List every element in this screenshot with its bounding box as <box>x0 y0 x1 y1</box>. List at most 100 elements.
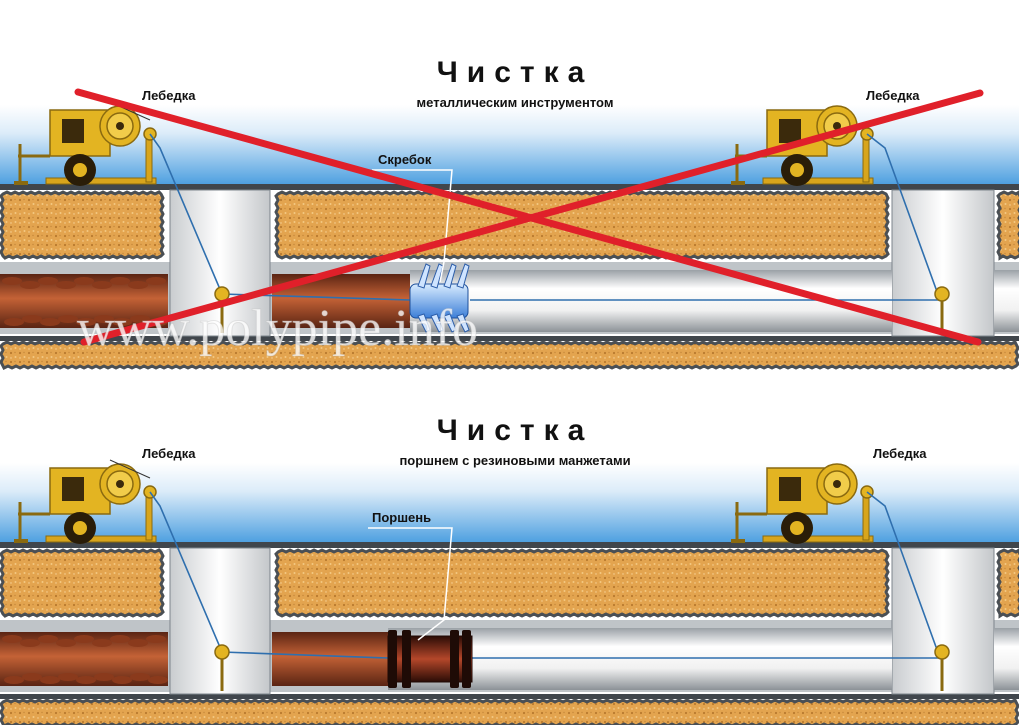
cable <box>470 133 942 301</box>
rust-deposit <box>128 281 148 289</box>
winch-left <box>14 105 157 186</box>
tool-label: Поршень <box>372 510 431 525</box>
pit-pulley <box>934 286 950 302</box>
panel-title: Чистка <box>437 414 594 447</box>
winch-label: Лебедка <box>866 88 920 103</box>
rust-deposit <box>40 676 60 684</box>
winch-base <box>45 535 157 543</box>
rust-deposit <box>146 635 166 643</box>
rust-deposit <box>110 277 130 285</box>
soil-block <box>274 190 890 260</box>
rubber-cuff <box>388 630 397 688</box>
leader-line <box>368 527 453 641</box>
piston-tool <box>387 630 473 688</box>
winch-anchor-foot <box>14 181 28 185</box>
rust-deposit <box>58 673 78 681</box>
soil-block <box>0 697 1019 725</box>
ground-line <box>0 184 1019 190</box>
leader-line <box>372 169 453 283</box>
winch-anchor-foot <box>14 539 28 543</box>
winch-window <box>779 477 801 501</box>
soil-block <box>274 548 890 618</box>
rust-deposit <box>56 281 76 289</box>
soil-block <box>0 190 165 260</box>
soil-block <box>0 339 1019 371</box>
ground-line <box>0 694 1019 699</box>
rust-deposit <box>76 318 96 326</box>
rust-deposit <box>2 635 22 643</box>
winch-window <box>779 119 801 143</box>
scraper-blade <box>456 313 470 333</box>
rust-deposit <box>94 315 114 323</box>
rust-deposit <box>20 639 40 647</box>
winch-drum-hub <box>833 122 841 130</box>
rust-deposit <box>130 315 150 323</box>
winch-anchor-foot <box>731 181 745 185</box>
winch-label: Лебедка <box>142 88 196 103</box>
rubber-cuff <box>402 630 411 688</box>
launch-pit <box>169 547 271 695</box>
tool-label: Скребок <box>378 152 432 167</box>
rust-deposit <box>4 318 24 326</box>
scraper-tool <box>409 263 470 333</box>
ground-line <box>0 336 1019 341</box>
soil-block <box>996 190 1019 261</box>
rust-deposit <box>58 315 78 323</box>
winch-wheel-hub <box>790 521 804 535</box>
winch-post <box>145 133 153 183</box>
rust-deposit <box>56 639 76 647</box>
pit-pulley <box>214 644 230 660</box>
panel-subtitle: поршнем с резиновыми манжетами <box>399 453 630 468</box>
rust-deposit <box>22 315 42 323</box>
rust-deposit <box>146 277 166 285</box>
rust-deposit <box>38 635 58 643</box>
rust-deposit <box>22 673 42 681</box>
clean-pipe <box>994 628 1019 690</box>
rust-deposit <box>74 635 94 643</box>
rust-deposit <box>76 676 96 684</box>
rust-deposit <box>112 676 132 684</box>
scraper-blade <box>417 313 431 333</box>
panel-2: Чистка поршнем с резиновыми манжетами Лебе… <box>0 414 1019 725</box>
cable <box>149 133 411 301</box>
cable <box>448 491 942 659</box>
rust-deposit <box>112 318 132 326</box>
rust-deposit <box>92 281 112 289</box>
scraper-blade <box>456 263 470 289</box>
rust-deposit <box>74 277 94 285</box>
winch-right <box>731 463 874 544</box>
rust-deposit <box>110 635 130 643</box>
winch-post <box>145 491 153 541</box>
rust-deposit <box>128 639 148 647</box>
scraper-blade <box>417 263 431 289</box>
winch-anchor-foot <box>731 539 745 543</box>
rust-deposit <box>148 676 168 684</box>
winch-label: Лебедка <box>142 446 196 461</box>
ground-line <box>0 542 1019 548</box>
rubber-cuff <box>450 630 459 688</box>
rubber-cuff <box>462 630 471 688</box>
scraper-blade <box>430 313 444 333</box>
pit-pulley <box>934 644 950 660</box>
winch-post <box>862 133 870 183</box>
rust-deposit <box>2 277 22 285</box>
clean-pipe <box>410 270 892 332</box>
winch-drum-hub <box>833 480 841 488</box>
winch-window <box>62 119 84 143</box>
rust-deposit <box>92 639 112 647</box>
scraper-blade <box>443 313 457 333</box>
soil-block <box>0 548 165 618</box>
panel-subtitle: металлическим инструментом <box>417 95 614 110</box>
rust-deposit <box>40 318 60 326</box>
winch-base <box>762 177 874 185</box>
rusty-pipe <box>272 632 388 686</box>
rust-deposit <box>130 673 150 681</box>
winch-window <box>62 477 84 501</box>
rust-deposit <box>38 277 58 285</box>
winch-right <box>731 105 874 186</box>
piston-body <box>387 635 473 683</box>
panel-title: Чистка <box>437 56 594 89</box>
soil-block <box>996 548 1019 619</box>
scraper-blade <box>443 263 457 289</box>
